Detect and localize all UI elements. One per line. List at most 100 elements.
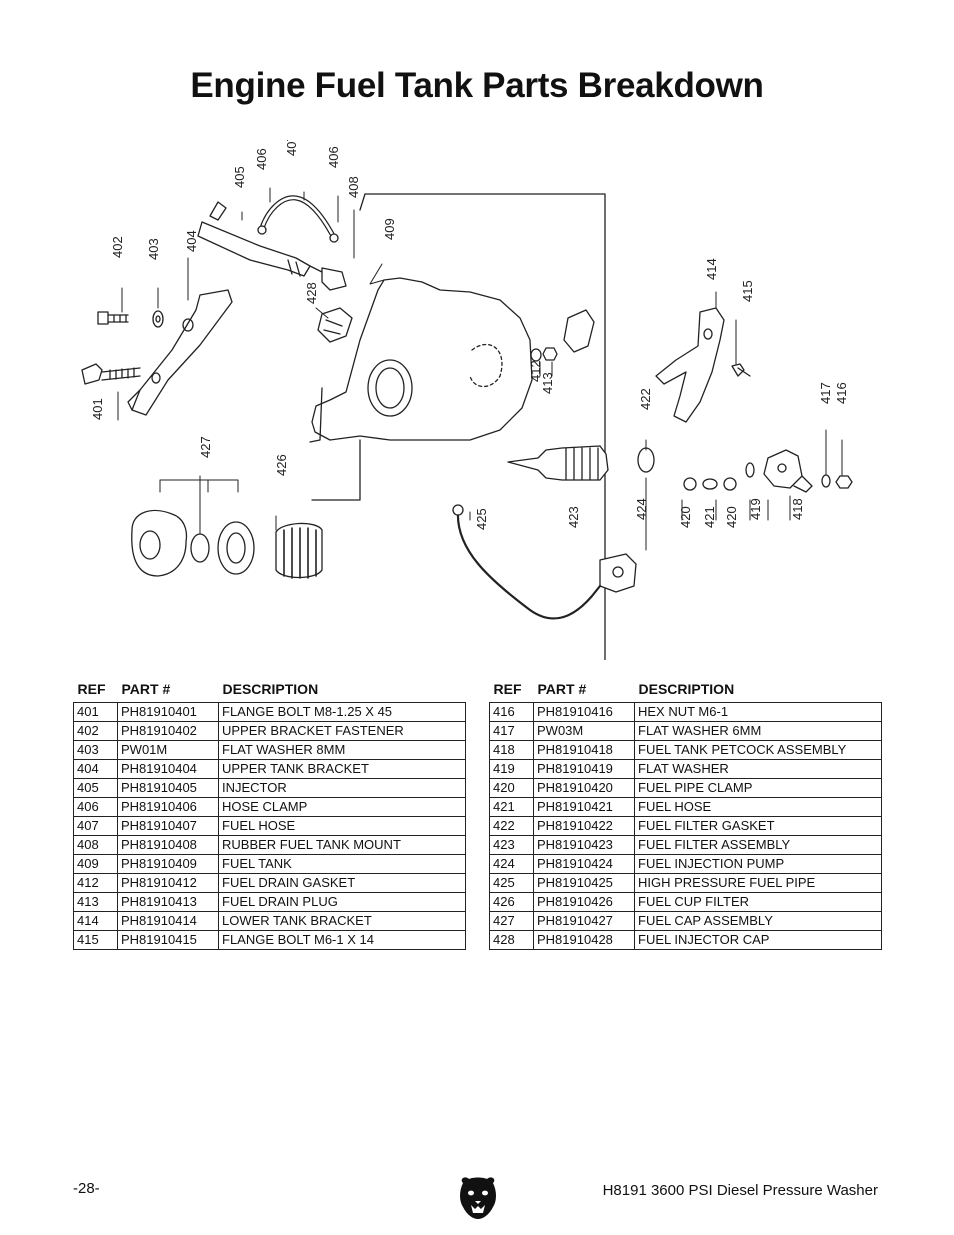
grizzly-bear-logo-icon [460, 1177, 496, 1219]
cell-description: HEX NUT M6-1 [634, 702, 882, 722]
callout-label: 415 [740, 280, 755, 302]
cell-description: FUEL CUP FILTER [634, 892, 882, 912]
cell-ref: 409 [73, 854, 118, 874]
cell-part-number: PH81910404 [117, 759, 219, 779]
header-description: DESCRIPTION [638, 681, 735, 697]
cell-ref: 422 [489, 816, 534, 836]
cell-ref: 413 [73, 892, 118, 912]
cell-ref: 420 [489, 778, 534, 798]
cell-part-number: PH81910419 [533, 759, 635, 779]
cell-description: FUEL HOSE [634, 797, 882, 817]
cell-ref: 423 [489, 835, 534, 855]
drain-gasket-412-icon [530, 348, 542, 362]
cell-part-number: PW01M [117, 740, 219, 760]
callout-label: 428 [304, 282, 319, 304]
callout-label: 420 [678, 506, 693, 528]
fuel-tank-409-icon [309, 193, 606, 660]
cell-part-number: PH81910421 [533, 797, 635, 817]
callout-label: 427 [198, 436, 213, 458]
lower-tank-bracket-414-icon [655, 307, 725, 423]
cell-ref: 407 [73, 816, 118, 836]
cell-part-number: PH81910426 [533, 892, 635, 912]
callout-label: 404 [184, 230, 199, 252]
callout-label: 424 [634, 498, 649, 520]
cell-ref: 404 [73, 759, 118, 779]
rubber-mount-408-icon [321, 267, 347, 291]
header-description: DESCRIPTION [222, 681, 319, 697]
header-ref: REF [493, 681, 522, 697]
cell-ref: 424 [489, 854, 534, 874]
callout-label: 406 [254, 148, 269, 170]
high-pressure-pipe-425-icon [456, 510, 602, 620]
cell-part-number: PH81910406 [117, 797, 219, 817]
flat-washer-417-icon [821, 474, 831, 488]
flange-bolt-415-icon [731, 363, 751, 377]
drain-plug-413-icon [542, 347, 558, 361]
callout-label: 426 [274, 454, 289, 476]
cell-part-number: PH81910420 [533, 778, 635, 798]
cell-description: FUEL DRAIN PLUG [218, 892, 466, 912]
cell-description: FUEL INJECTOR CAP [634, 930, 882, 950]
cell-ref: 425 [489, 873, 534, 893]
cell-part-number: PH81910424 [533, 854, 635, 874]
cell-part-number: PH81910423 [533, 835, 635, 855]
callout-label: 406 [326, 146, 341, 168]
cap-ring-icon [217, 521, 255, 575]
callout-label: 408 [346, 176, 361, 198]
cell-ref: 405 [73, 778, 118, 798]
cell-description: FUEL PIPE CLAMP [634, 778, 882, 798]
pipe-clamp-420b-icon [723, 477, 737, 491]
injector-405-icon [197, 201, 323, 277]
callout-label: 407 [284, 140, 299, 156]
cell-part-number: PW03M [533, 721, 635, 741]
cell-part-number: PH81910425 [533, 873, 635, 893]
fuel-petcock-418-icon [763, 449, 813, 493]
cell-ref: 419 [489, 759, 534, 779]
cell-ref: 417 [489, 721, 534, 741]
cell-description: RUBBER FUEL TANK MOUNT [218, 835, 466, 855]
cell-ref: 426 [489, 892, 534, 912]
callout-label: 413 [540, 372, 555, 394]
callout-label: 421 [702, 506, 717, 528]
cell-ref: 415 [73, 930, 118, 950]
washer-403-icon [152, 310, 164, 328]
cell-description: FLAT WASHER 6MM [634, 721, 882, 741]
cell-description: FUEL FILTER GASKET [634, 816, 882, 836]
cell-ref: 416 [489, 702, 534, 722]
cell-part-number: PH81910405 [117, 778, 219, 798]
cell-description: FUEL DRAIN GASKET [218, 873, 466, 893]
header-part: PART # [121, 681, 171, 697]
cell-part-number: PH81910418 [533, 740, 635, 760]
cell-description: LOWER TANK BRACKET [218, 911, 466, 931]
cell-description: INJECTOR [218, 778, 466, 798]
callout-label: 414 [704, 258, 719, 280]
exploded-parts-diagram: 4014024034044054064074064084094124134144… [81, 140, 853, 660]
cell-description: HOSE CLAMP [218, 797, 466, 817]
cell-part-number: PH81910402 [117, 721, 219, 741]
hex-nut-416-icon [835, 475, 853, 489]
cell-description: UPPER TANK BRACKET [218, 759, 466, 779]
fuel-hose-421-icon [702, 478, 718, 490]
callout-label: 418 [790, 498, 805, 520]
cell-part-number: PH81910412 [117, 873, 219, 893]
cell-description: FUEL CAP ASSEMBLY [634, 911, 882, 931]
cell-ref: 414 [73, 911, 118, 931]
callout-label: 402 [110, 236, 125, 258]
cell-description: FUEL TANK [218, 854, 466, 874]
cap-gasket-icon [190, 533, 210, 563]
tank-bracket-clip-icon [563, 309, 595, 353]
cell-part-number: PH81910428 [533, 930, 635, 950]
